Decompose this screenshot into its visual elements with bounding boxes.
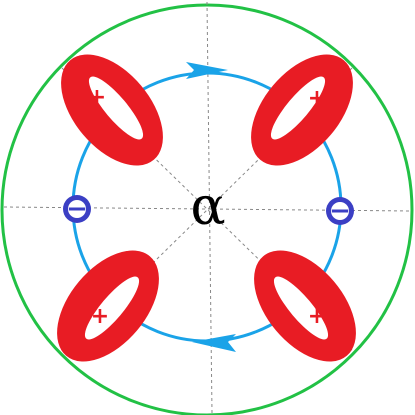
lobe-top-left <box>61 54 163 166</box>
plus-icon-top-left: + <box>88 85 106 110</box>
negative-sign: − <box>329 196 351 226</box>
plus-icon-top-right: + <box>308 86 326 111</box>
lobe-bottom-right <box>254 250 356 362</box>
negative-charge-core <box>68 200 86 218</box>
arrow-left-icon <box>192 334 236 352</box>
negative-charge-core <box>331 202 349 220</box>
arrow-right-icon <box>186 62 228 79</box>
minus-icon-left: − <box>63 194 91 224</box>
lobe-top-right <box>251 54 353 166</box>
lobe-hole <box>84 276 140 340</box>
negative-sign: − <box>66 194 88 224</box>
lobe-hole <box>273 276 329 340</box>
lobe-hole <box>270 76 326 140</box>
plus-icon-bottom-right: + <box>308 304 326 329</box>
plus-icon-bottom-left: + <box>91 304 109 329</box>
lobe-bottom-left <box>57 250 159 362</box>
center-symbol: α <box>190 177 225 237</box>
lobe-hole <box>88 76 144 140</box>
minus-icon-right: − <box>326 196 354 226</box>
